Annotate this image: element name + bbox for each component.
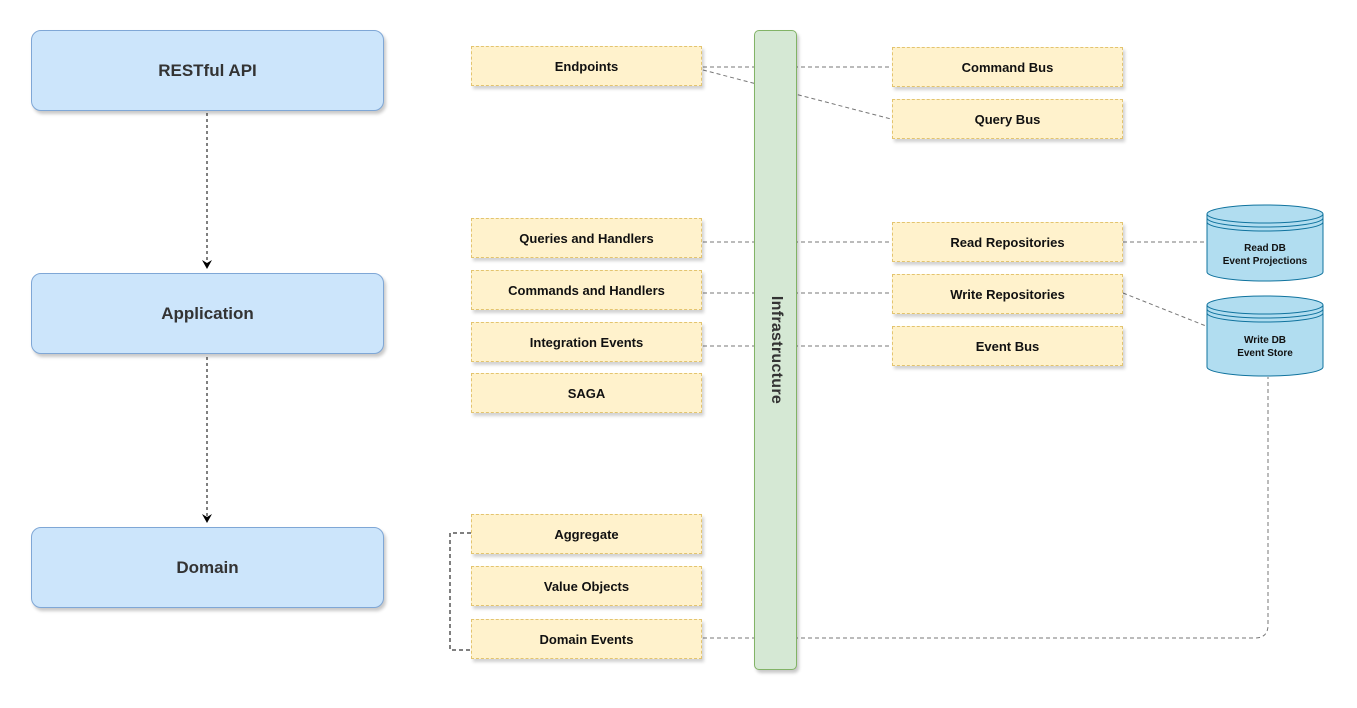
read-db-subtitle: Event Projections xyxy=(1222,256,1308,267)
layer-domain: Domain xyxy=(31,527,384,608)
write-db-cylinder: Write DB Event Store xyxy=(1206,295,1324,377)
layer-restful-api: RESTful API xyxy=(31,30,384,111)
layer-restful-api-label: RESTful API xyxy=(158,60,257,80)
layer-application-label: Application xyxy=(161,303,254,323)
component-aggregate: Aggregate xyxy=(471,514,702,554)
component-saga-label: SAGA xyxy=(567,385,606,401)
layer-domain-label: Domain xyxy=(176,557,239,577)
write-db-title: Write DB xyxy=(1243,335,1287,346)
layer-application: Application xyxy=(31,273,384,354)
component-event-bus: Event Bus xyxy=(892,326,1123,366)
write-db-subtitle: Event Store xyxy=(1237,348,1293,359)
component-write-repositories: Write Repositories xyxy=(892,274,1123,314)
component-aggregate-label: Aggregate xyxy=(554,526,619,542)
database-icon xyxy=(1206,295,1324,377)
read-db-cylinder: Read DB Event Projections xyxy=(1206,204,1324,282)
component-queries-handlers: Queries and Handlers xyxy=(471,218,702,258)
component-commands-handlers-label: Commands and Handlers xyxy=(508,282,665,298)
component-command-bus: Command Bus xyxy=(892,47,1123,87)
component-query-bus: Query Bus xyxy=(892,99,1123,139)
component-endpoints-label: Endpoints xyxy=(554,58,619,74)
component-domain-events-label: Domain Events xyxy=(539,631,634,647)
component-commands-handlers: Commands and Handlers xyxy=(471,270,702,310)
line-domain-grouping xyxy=(449,532,471,651)
component-command-bus-label: Command Bus xyxy=(961,59,1054,75)
database-icon xyxy=(1206,204,1324,282)
line-write-repos-write-db xyxy=(1122,292,1207,327)
component-domain-events: Domain Events xyxy=(471,619,702,659)
infrastructure-bar: Infrastructure xyxy=(754,30,797,670)
read-db-title: Read DB xyxy=(1244,243,1286,254)
component-saga: SAGA xyxy=(471,373,702,413)
component-endpoints: Endpoints xyxy=(471,46,702,86)
infrastructure-label: Infrastructure xyxy=(767,295,785,405)
component-integration-events: Integration Events xyxy=(471,322,702,362)
component-value-objects: Value Objects xyxy=(471,566,702,606)
component-write-repositories-label: Write Repositories xyxy=(950,286,1065,302)
component-event-bus-label: Event Bus xyxy=(975,338,1040,354)
component-queries-handlers-label: Queries and Handlers xyxy=(519,230,654,246)
component-query-bus-label: Query Bus xyxy=(974,111,1041,127)
component-read-repositories-label: Read Repositories xyxy=(950,234,1065,250)
line-endpoints-query-bus xyxy=(702,69,892,120)
read-db-label: Read DB Event Projections xyxy=(1206,242,1324,268)
component-integration-events-label: Integration Events xyxy=(529,334,644,350)
component-value-objects-label: Value Objects xyxy=(543,578,630,594)
write-db-label: Write DB Event Store xyxy=(1206,334,1324,360)
component-read-repositories: Read Repositories xyxy=(892,222,1123,262)
line-domain-events-write-db xyxy=(703,377,1269,639)
